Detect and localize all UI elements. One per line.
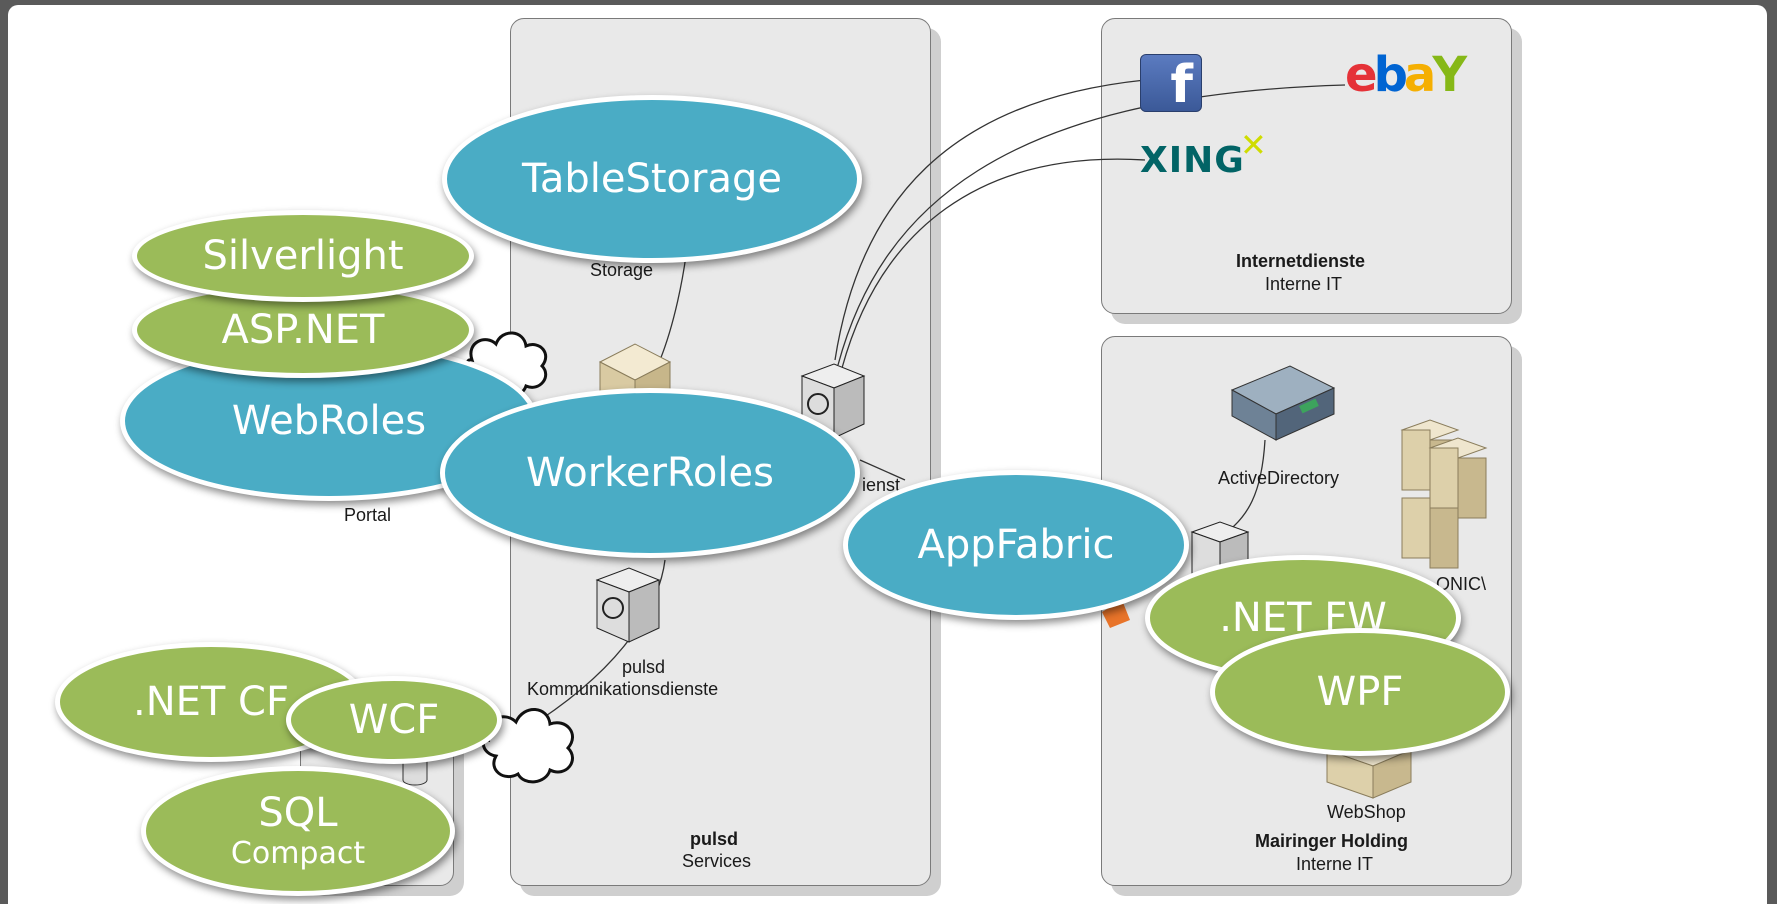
portal-label: Portal [344,505,392,525]
holding-title: Mairinger Holding [1255,831,1408,851]
xing-x-icon: ✕ [1240,126,1267,164]
wcf-label: WCF [348,697,440,743]
silverlight-label: Silverlight [202,233,404,279]
workerroles-bubble[interactable]: WorkerRoles [440,388,860,558]
tablestorage-label: TableStorage [522,156,782,202]
holding-subtitle: Interne IT [1296,854,1374,874]
silverlight-bubble[interactable]: Silverlight [132,210,474,302]
appfabric-bubble[interactable]: AppFabric [843,470,1189,620]
webroles-label: WebRoles [231,398,427,444]
wpf-label: WPF [1316,669,1404,715]
xing-wordmark: XING [1140,140,1245,181]
sql-compact-label: Compact [230,836,366,872]
facebook-logo[interactable]: f [1140,54,1202,115]
switch-icon [595,567,661,643]
ebay-logo[interactable]: ebaY [1345,47,1467,103]
services-title: pulsd [690,829,738,849]
facebook-f: f [1170,55,1193,115]
sql-compact-bubble[interactable]: SQL Compact [141,766,455,896]
cloud-icon [481,708,574,784]
netcf-label: .NET CF [133,679,289,725]
dienste-partial-label: ienst [862,475,901,495]
wpf-bubble[interactable]: WPF [1210,628,1510,756]
services-subtitle: Services [682,851,752,871]
kommunikation-title: pulsd [622,657,666,677]
kommunikation-label: Kommunikationsdienste [527,679,719,699]
internet-title: Internetdienste [1236,251,1366,271]
wcf-bubble[interactable]: WCF [286,676,502,764]
server-tower-icon [1400,419,1488,569]
onic-partial-label: ONIC\ [1436,574,1487,594]
aspnet-label: ASP.NET [221,307,385,353]
webshop-label: WebShop [1327,802,1406,822]
switch-icon [800,363,866,439]
internet-subtitle: Interne IT [1265,274,1343,294]
sql-label: SQL [258,790,338,837]
firewall-icon [1102,600,1130,628]
storage-label: Storage [590,260,654,280]
rack-server-icon [1230,365,1336,441]
xing-logo[interactable]: XING ✕ [1140,126,1280,190]
active-directory-label: ActiveDirectory [1218,468,1340,488]
workerroles-label: WorkerRoles [526,450,774,496]
tablestorage-bubble[interactable]: TableStorage [442,95,862,263]
appfabric-label: AppFabric [917,522,1115,568]
